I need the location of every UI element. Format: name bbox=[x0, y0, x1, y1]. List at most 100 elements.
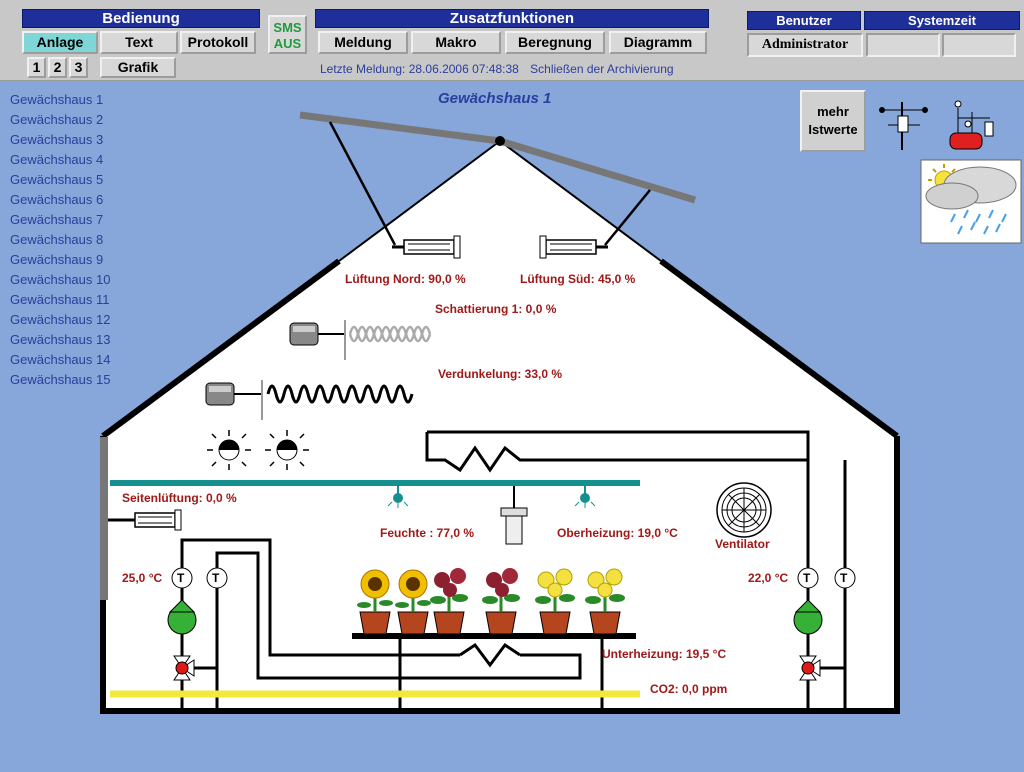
weather-display[interactable] bbox=[920, 159, 1022, 244]
diagramm-button[interactable]: Diagramm bbox=[609, 31, 707, 54]
lueftung-sued-value[interactable]: Lüftung Süd: 45,0 % bbox=[520, 272, 636, 286]
last-message-label: Letzte Meldung: 28.06.2006 07:48:38 bbox=[320, 62, 519, 76]
co2-tank-icon[interactable] bbox=[949, 100, 994, 150]
temperature-sensor-icon bbox=[206, 567, 228, 589]
yellow-flower-plant-icon bbox=[535, 568, 575, 635]
temp-left-value: 25,0 °C bbox=[122, 571, 163, 585]
sidebar-item-greenhouse[interactable]: Gewächshaus 9 bbox=[10, 252, 104, 267]
weather-station-icon[interactable] bbox=[879, 102, 928, 150]
mist-nozzle-icon bbox=[574, 486, 596, 508]
sidebar-item-greenhouse[interactable]: Gewächshaus 2 bbox=[10, 112, 104, 127]
protokoll-button[interactable]: Protokoll bbox=[180, 31, 256, 54]
vent-motor-south bbox=[539, 235, 608, 259]
side-vent-panel bbox=[100, 437, 108, 600]
lamp-icon bbox=[265, 430, 309, 470]
sms-state-label: AUS bbox=[273, 36, 302, 51]
roof-right-upper bbox=[499, 140, 662, 262]
sunflower-plant-icon bbox=[395, 569, 431, 635]
last-message-text: Schließen der Archivierung bbox=[530, 62, 674, 76]
feuchte-value[interactable]: Feuchte : 77,0 % bbox=[380, 526, 475, 540]
blackout-motor bbox=[205, 380, 263, 420]
sidebar-item-greenhouse[interactable]: Gewächshaus 13 bbox=[10, 332, 111, 347]
seitenlueftung-value[interactable]: Seitenlüftung: 0,0 % bbox=[122, 491, 237, 505]
vent-flap-south bbox=[498, 137, 697, 204]
shading-motor bbox=[289, 320, 346, 360]
roof-left-upper bbox=[338, 140, 501, 262]
sensor-t-letter: T bbox=[177, 571, 185, 585]
greenhouse-list: Gewächshaus 1 Gewächshaus 2 Gewächshaus 3 G… bbox=[10, 90, 110, 390]
page-2-button[interactable]: 2 bbox=[48, 57, 67, 78]
system-date-field bbox=[866, 33, 940, 57]
sidebar-item-greenhouse[interactable]: Gewächshaus 14 bbox=[10, 352, 111, 367]
sensor-t-letter: T bbox=[212, 571, 220, 585]
sidebar-item-greenhouse[interactable]: Gewächshaus 4 bbox=[10, 152, 104, 167]
mist-nozzle-icon bbox=[387, 486, 409, 508]
rose-plant-icon bbox=[430, 568, 468, 635]
blackout-curtain bbox=[266, 384, 414, 404]
pump-icon bbox=[167, 599, 197, 635]
vent-motor-north bbox=[392, 235, 461, 259]
makro-button[interactable]: Makro bbox=[411, 31, 501, 54]
sms-toggle-button[interactable]: SMS AUS bbox=[268, 15, 307, 54]
verdunkelung-value[interactable]: Verdunkelung: 33,0 % bbox=[438, 367, 563, 381]
shading-curtain bbox=[348, 325, 432, 343]
lamp-icon bbox=[207, 430, 251, 470]
page-3-button[interactable]: 3 bbox=[69, 57, 88, 78]
upper-heating-pipe bbox=[425, 430, 810, 473]
plant-row bbox=[357, 568, 625, 635]
plant-title: Gewächshaus 1 bbox=[438, 90, 552, 107]
yellow-flower-plant-icon bbox=[585, 568, 625, 635]
zusatzfunktionen-title: Zusatzfunktionen bbox=[315, 9, 709, 28]
unterheizung-value[interactable]: Unterheizung: 19,5 °C bbox=[602, 647, 727, 661]
pump-icon bbox=[793, 599, 823, 635]
mehr-istwerte-button[interactable]: mehr Istwerte bbox=[800, 90, 866, 152]
lueftung-nord-value[interactable]: Lüftung Nord: 90,0 % bbox=[345, 272, 466, 286]
sensor-t-letter: T bbox=[840, 571, 848, 585]
grafik-button[interactable]: Grafik bbox=[100, 57, 176, 78]
roof-left-edge bbox=[101, 258, 341, 439]
co2-value[interactable]: CO2: 0,0 ppm bbox=[650, 682, 728, 696]
mixing-valve-icon bbox=[173, 655, 195, 681]
rose-plant-icon bbox=[482, 568, 520, 635]
sidebar-item-greenhouse[interactable]: Gewächshaus 7 bbox=[10, 212, 104, 227]
temperature-sensor-icon bbox=[171, 567, 193, 589]
ventilator-label[interactable]: Ventilator bbox=[715, 537, 770, 551]
sidebar-item-greenhouse[interactable]: Gewächshaus 8 bbox=[10, 232, 104, 247]
oberheizung-value[interactable]: Oberheizung: 19,0 °C bbox=[557, 526, 678, 540]
sidebar-item-greenhouse[interactable]: Gewächshaus 11 bbox=[10, 292, 110, 307]
current-user-field[interactable]: Administrator bbox=[747, 33, 863, 57]
istwerte-label: Istwerte bbox=[808, 122, 858, 137]
schattierung-value[interactable]: Schattierung 1: 0,0 % bbox=[435, 302, 557, 316]
last-message-line: Letzte Meldung: 28.06.2006 07:48:38 Schl… bbox=[320, 62, 682, 76]
sidebar-item-greenhouse[interactable]: Gewächshaus 6 bbox=[10, 192, 104, 207]
vent-flap-north bbox=[299, 111, 501, 145]
roof-right-edge bbox=[659, 258, 899, 439]
temp-right-value: 22,0 °C bbox=[748, 571, 789, 585]
sidebar-item-greenhouse[interactable]: Gewächshaus 15 bbox=[10, 372, 111, 387]
sidebar-item-greenhouse[interactable]: Gewächshaus 5 bbox=[10, 172, 104, 187]
page-1-button[interactable]: 1 bbox=[27, 57, 46, 78]
systemzeit-title: Systemzeit bbox=[864, 11, 1020, 30]
sunflower-plant-icon bbox=[357, 569, 393, 635]
anlage-button[interactable]: Anlage bbox=[22, 31, 98, 54]
sidebar-item-greenhouse[interactable]: Gewächshaus 12 bbox=[10, 312, 111, 327]
sensor-t-letter: T bbox=[803, 571, 811, 585]
sidebar-item-greenhouse[interactable]: Gewächshaus 1 bbox=[10, 92, 104, 107]
sidebar-item-greenhouse[interactable]: Gewächshaus 3 bbox=[10, 132, 104, 147]
temperature-sensor-icon bbox=[797, 567, 819, 589]
side-vent-motor bbox=[108, 509, 182, 531]
sms-label: SMS bbox=[273, 20, 302, 35]
greenhouse-body bbox=[103, 141, 897, 711]
top-toolbar: Bedienung Anlage Text Protokoll 1 2 3 Gr… bbox=[0, 0, 1024, 81]
temperature-sensor-icon bbox=[834, 567, 856, 589]
system-time-field bbox=[942, 33, 1016, 57]
ventilator-fan-icon bbox=[716, 482, 772, 538]
mixing-valve-icon bbox=[799, 655, 821, 681]
humidity-sensor-icon bbox=[500, 486, 528, 545]
benutzer-title: Benutzer bbox=[747, 11, 861, 30]
beregnung-button[interactable]: Beregnung bbox=[505, 31, 605, 54]
sidebar-item-greenhouse[interactable]: Gewächshaus 10 bbox=[10, 272, 111, 287]
meldung-button[interactable]: Meldung bbox=[318, 31, 408, 54]
text-button[interactable]: Text bbox=[100, 31, 178, 54]
